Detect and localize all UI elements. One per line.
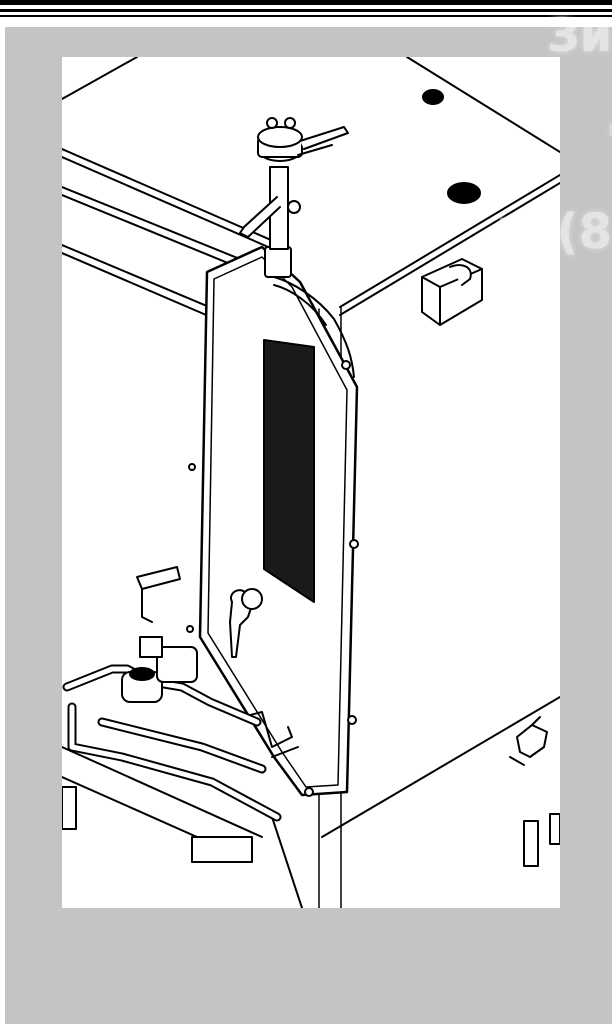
lower-pipework [62, 566, 560, 867]
top-rule-thick [0, 0, 612, 5]
tank-body [186, 245, 359, 797]
figure-illustration [62, 57, 560, 908]
watermark-line-2: ' [606, 118, 612, 164]
watermark-line-1: Зи [547, 8, 612, 62]
top-rule-medium [0, 9, 612, 12]
watermark-line-3: +7(8 [483, 204, 612, 260]
heat-exchanger-line-drawing-icon [62, 57, 560, 908]
top-rule-thin [0, 15, 612, 17]
top-inlet-assembly [239, 117, 355, 378]
mounting-bracket [421, 258, 483, 326]
panel-edge [0, 27, 5, 1024]
sight-window [263, 339, 315, 603]
